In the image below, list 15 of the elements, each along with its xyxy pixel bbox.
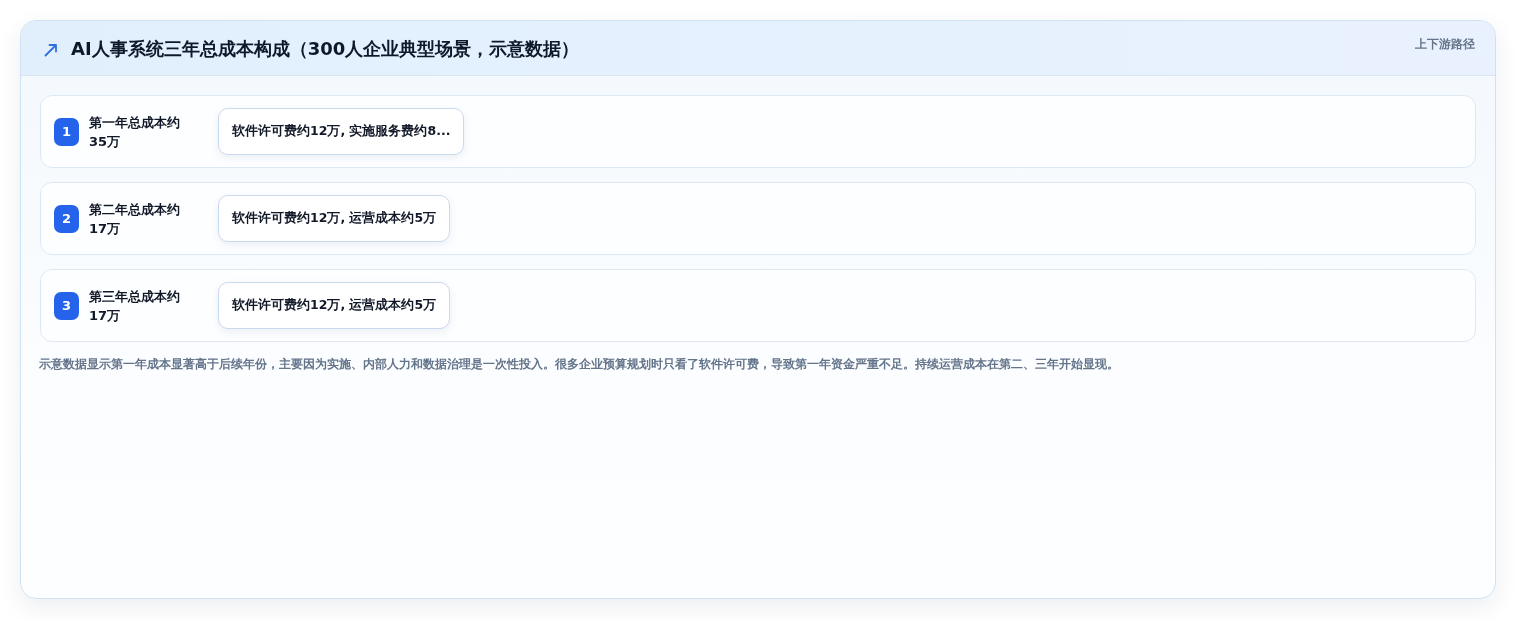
year-row-card <box>40 269 1476 342</box>
year-total-text: 第二年总成本约17万 <box>89 200 181 238</box>
year-row-card <box>40 182 1476 255</box>
year-total-text: 第一年总成本约35万 <box>89 113 181 151</box>
cost-detail-card: 软件许可费约12万, 实施服务费约8... <box>218 108 465 155</box>
step-number-badge: 3 <box>54 291 79 320</box>
caption-note: 示意数据显示第一年成本显著高于后续年份，主要因为实施、内部人力和数据治理是一次性投入。很多企业预算规划时只看了软件许可费，导致第一年资金严重不足。持续运营成本在第二、三年开始显现。 <box>39 356 1119 373</box>
header-tag-text: 上下游路径 <box>1415 36 1475 52</box>
year-total-text: 第三年总成本约17万 <box>89 287 181 325</box>
panel-title: AI人事系统三年总成本构成（300人企业典型场景，示意数据） <box>71 37 580 61</box>
cost-detail-card: 软件许可费约12万, 运营成本约5万 <box>218 282 451 329</box>
year-row-card <box>40 95 1476 168</box>
step-number-badge: 2 <box>54 204 79 233</box>
cost-detail-card: 软件许可费约12万, 运营成本约5万 <box>218 195 451 242</box>
step-number-badge: 1 <box>54 117 79 146</box>
